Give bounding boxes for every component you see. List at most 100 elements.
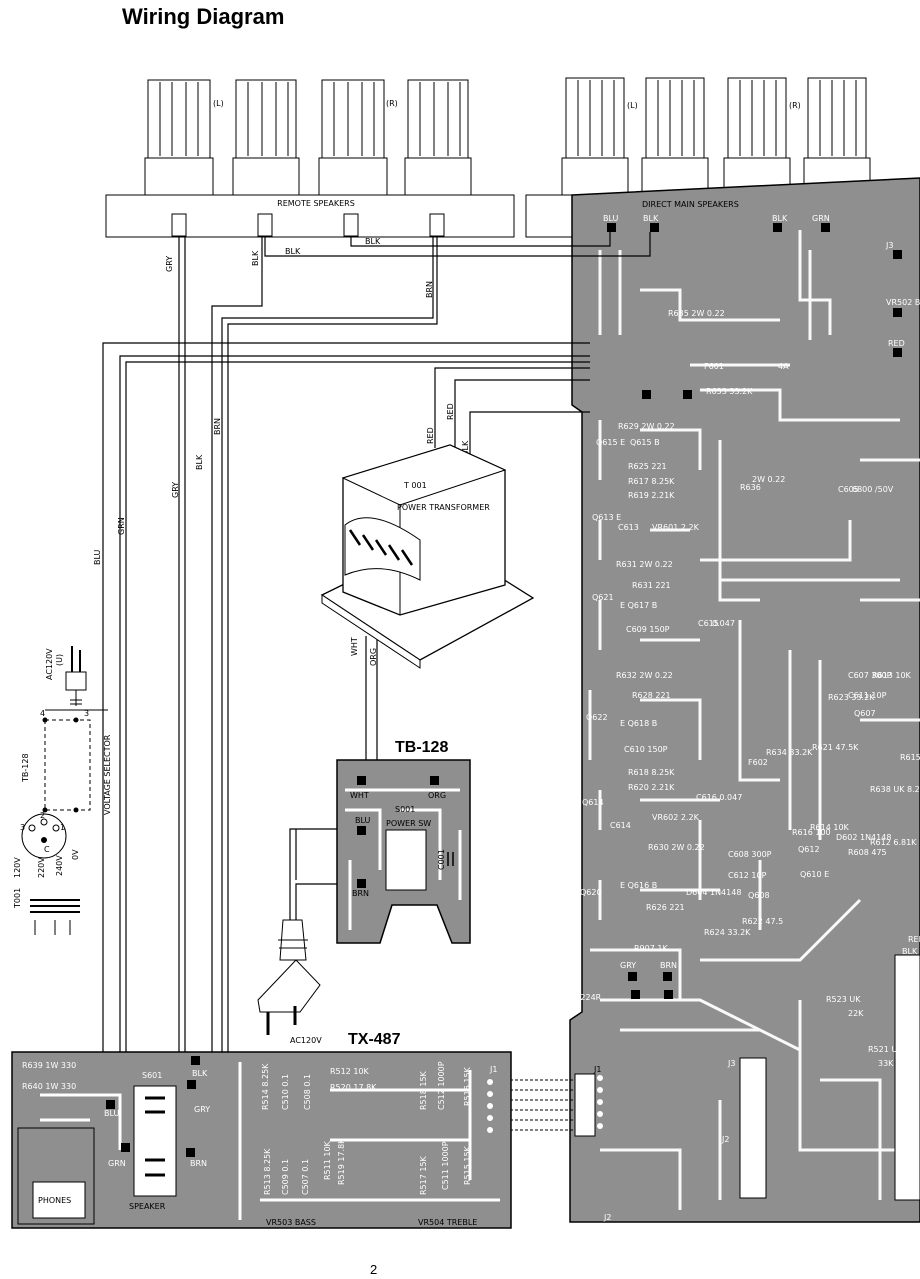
part-r635: R635 2W 0.22 <box>668 309 725 318</box>
terminal-knob <box>723 77 791 197</box>
part-r622: R622 47.5 <box>742 917 783 926</box>
main-left-label: (L) <box>627 101 638 110</box>
wire-label-blk-4: BLK <box>195 454 204 470</box>
svg-text:BLK: BLK <box>772 214 788 223</box>
part-c611: C611 10P <box>848 691 887 700</box>
part-q612: Q612 <box>798 845 820 854</box>
tx487-r516: R516 15K <box>463 1066 472 1106</box>
tx487-c509: C509 0.1 <box>281 1159 290 1195</box>
part-q615-b: Q615 B <box>630 438 660 447</box>
wire-label-red-2: RED <box>446 403 455 420</box>
terminal-knob <box>803 77 871 197</box>
tx487-r640: R640 1W 330 <box>22 1082 76 1091</box>
main-j2-label: J2 <box>721 1135 729 1144</box>
page-number: 2 <box>370 1262 378 1277</box>
tx487-phones: PHONES <box>38 1196 71 1205</box>
part-r631: R631 2W 0.22 <box>616 560 673 569</box>
part-c615: C615 <box>698 619 719 628</box>
part-q607: Q607 <box>854 709 876 718</box>
part-q608: Q608 <box>748 891 770 900</box>
part-r629: R629 2W 0.22 <box>618 422 675 431</box>
main-board-blk: RED <box>888 339 905 348</box>
selector-pin-tap-3: 3 <box>20 823 25 832</box>
terminal-knob <box>144 79 214 197</box>
part-r626: R626 221 <box>646 903 685 912</box>
selector-pin-tap-2: 2 <box>40 811 45 820</box>
terminal-knob <box>318 79 388 197</box>
main-amplifier-board: BLU BLK BLK GRN DIRECT MAIN SPEAKERS J3 … <box>546 177 920 1223</box>
tx487-pad-blk: BLK <box>192 1069 208 1078</box>
tx487-c507: C507 0.1 <box>301 1159 310 1195</box>
part-c613: C613 <box>618 523 639 532</box>
svg-text:BLK: BLK <box>643 214 659 223</box>
selector-tb: TB-128 <box>21 753 30 783</box>
part-r638: R638 UK 8.2K <box>870 785 920 794</box>
part-f601: F601 <box>704 362 724 371</box>
selector-120v: 120V <box>13 857 22 878</box>
part-r631-221: R631 221 <box>632 581 671 590</box>
part-r630: R630 2W 0.22 <box>648 843 705 852</box>
power-plug: AC120V <box>257 919 322 1045</box>
tx487-title: TX-487 <box>348 1031 401 1048</box>
direct-main-speakers-label: DIRECT MAIN SPEAKERS <box>642 200 739 209</box>
tx487-j1: J1 <box>489 1065 497 1074</box>
tx487-r515: R515 15K <box>463 1145 472 1185</box>
selector-220v: 220V <box>37 857 46 878</box>
part-r614: R614 10K <box>810 823 850 832</box>
tx487-r513: R513 8.25K <box>263 1148 272 1195</box>
part-vr601: VR601 2.2K <box>652 523 700 532</box>
part-q615-e: Q615 E <box>596 438 625 447</box>
part-r625: R625 221 <box>628 462 667 471</box>
tx487-pad-brn: BRN <box>190 1159 207 1168</box>
tb128-switch-name: POWER SW <box>386 819 431 828</box>
part-r521-value: 33K <box>878 1059 894 1068</box>
main-board-red-1: J3 <box>885 241 893 250</box>
part-r523-value: 22K <box>848 1009 864 1018</box>
tx487-s601: S601 <box>142 1071 162 1080</box>
part-c605-rating: 6800 /50V <box>852 485 894 494</box>
part-r620: R620 2.21K <box>628 783 675 792</box>
wire-label-gry: GRY <box>165 256 174 272</box>
part-q614: Q614 <box>582 798 604 807</box>
tx487-r519: R519 17.8K <box>337 1138 346 1185</box>
tx487-vr503: VR503 BASS <box>266 1218 316 1227</box>
terminal-knob <box>561 77 629 197</box>
part-c615-value: 0.047 <box>712 619 735 628</box>
tb128-pad-brn: BRN <box>352 889 369 898</box>
remote-right-label: (R) <box>386 99 398 108</box>
main-j1-label: J1 <box>593 1065 601 1074</box>
part-q622: Q622 <box>586 713 608 722</box>
tx487-pad-grn: GRN <box>108 1159 126 1168</box>
part-c608: C608 300P <box>728 850 772 859</box>
part-r616: R616 100 <box>792 828 831 837</box>
wire-label-brn-2: BRN <box>213 418 222 435</box>
selector-pin-c: C <box>44 845 50 854</box>
wire-label-brn: BRN <box>425 281 434 298</box>
part-r634: R634 33.2K <box>766 748 813 757</box>
main-j3-label: J3 <box>727 1059 735 1068</box>
part-c607: C607 300P <box>848 671 892 680</box>
part-r633: R633 33.2K <box>706 387 753 396</box>
tb128-switch-ref: S001 <box>395 805 415 814</box>
tb128-board: TB-128 WHT ORG BLU BRN S001 POWER SW C00… <box>336 739 471 944</box>
part-f601-rating: 4A <box>778 362 789 371</box>
part-c614: C614 <box>610 821 631 830</box>
selector-ac-sub: (U) <box>55 654 64 666</box>
part-vr502: J2 <box>603 1213 611 1222</box>
selector-pin-4: 4 <box>40 709 45 718</box>
part-r624: R624 33.2K <box>704 928 751 937</box>
terminal-knob <box>404 79 472 197</box>
wire-label-gry-2: GRY <box>171 482 180 498</box>
part-q610: Q610 E <box>800 870 829 879</box>
part-q616: E Q616 B <box>620 881 657 890</box>
tb128-title: TB-128 <box>395 739 448 756</box>
power-transformer: T 001 POWER TRANSFORMER <box>320 444 535 669</box>
part-r636-rating: 2W 0.22 <box>752 475 785 484</box>
wiring-harness <box>102 232 651 1160</box>
part-r618: R618 8.25K <box>628 768 675 777</box>
tx487-r639: R639 1W 330 <box>22 1061 76 1070</box>
wire-label-grn: GRN <box>117 517 126 535</box>
part-q618: E Q618 B <box>620 719 657 728</box>
tb128-pad-blu: BLU <box>355 816 371 825</box>
